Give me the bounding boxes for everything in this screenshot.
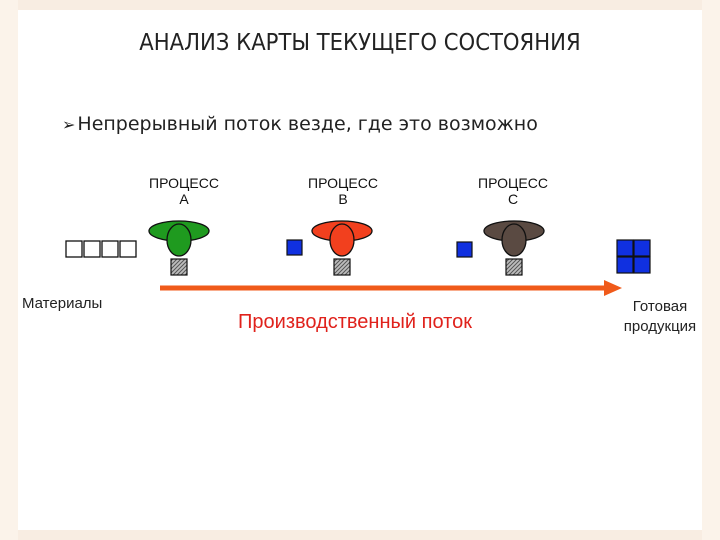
process-a-operator-icon [148, 220, 210, 276]
process-c-letter: С [507, 191, 519, 207]
bottom-decor-bar [0, 530, 720, 540]
finished-box [633, 239, 651, 257]
process-c-operator-icon [483, 220, 545, 276]
process-a-title: ПРОЦЕСС [149, 175, 219, 191]
process-b-letter: В [338, 191, 348, 207]
finished-goods-inventory [616, 239, 651, 274]
process-b-operator-icon [311, 220, 373, 276]
wip-box-bc [456, 241, 473, 258]
bullet-arrow-icon: ➢ [62, 115, 76, 134]
top-decor-bar [0, 0, 720, 10]
process-a-letter: А [179, 191, 189, 207]
materials-inventory [65, 240, 137, 258]
process-b-title: ПРОЦЕСС [308, 175, 378, 191]
finished-label-line1: Готовая [632, 298, 688, 315]
material-box [83, 240, 101, 258]
process-a-label: ПРОЦЕСС А [124, 175, 244, 207]
left-decor-edge [0, 0, 18, 540]
process-c-title: ПРОЦЕСС [478, 175, 548, 191]
production-flow-arrow [160, 280, 622, 296]
flow-label: Производственный поток [238, 311, 472, 333]
finished-box [633, 256, 651, 274]
material-box [119, 240, 137, 258]
bullet-point: ➢Непрерывный поток везде, где это возмож… [62, 113, 538, 135]
bullet-text: Непрерывный поток везде, где это возможн… [77, 113, 538, 135]
material-box [101, 240, 119, 258]
process-c-label: ПРОЦЕСС С [453, 175, 573, 207]
material-box [65, 240, 83, 258]
finished-label-line2: продукция [623, 318, 697, 335]
finished-box [616, 239, 634, 257]
process-b-label: ПРОЦЕСС В [283, 175, 403, 207]
right-decor-edge [702, 0, 720, 540]
slide-title: АНАЛИЗ КАРТЫ ТЕКУЩЕГО СОСТОЯНИЯ [139, 30, 581, 56]
finished-box [616, 256, 634, 274]
materials-label: Материалы [22, 295, 103, 312]
wip-box-ab [286, 239, 303, 256]
finished-goods-label: Готовая продукция [598, 297, 720, 337]
